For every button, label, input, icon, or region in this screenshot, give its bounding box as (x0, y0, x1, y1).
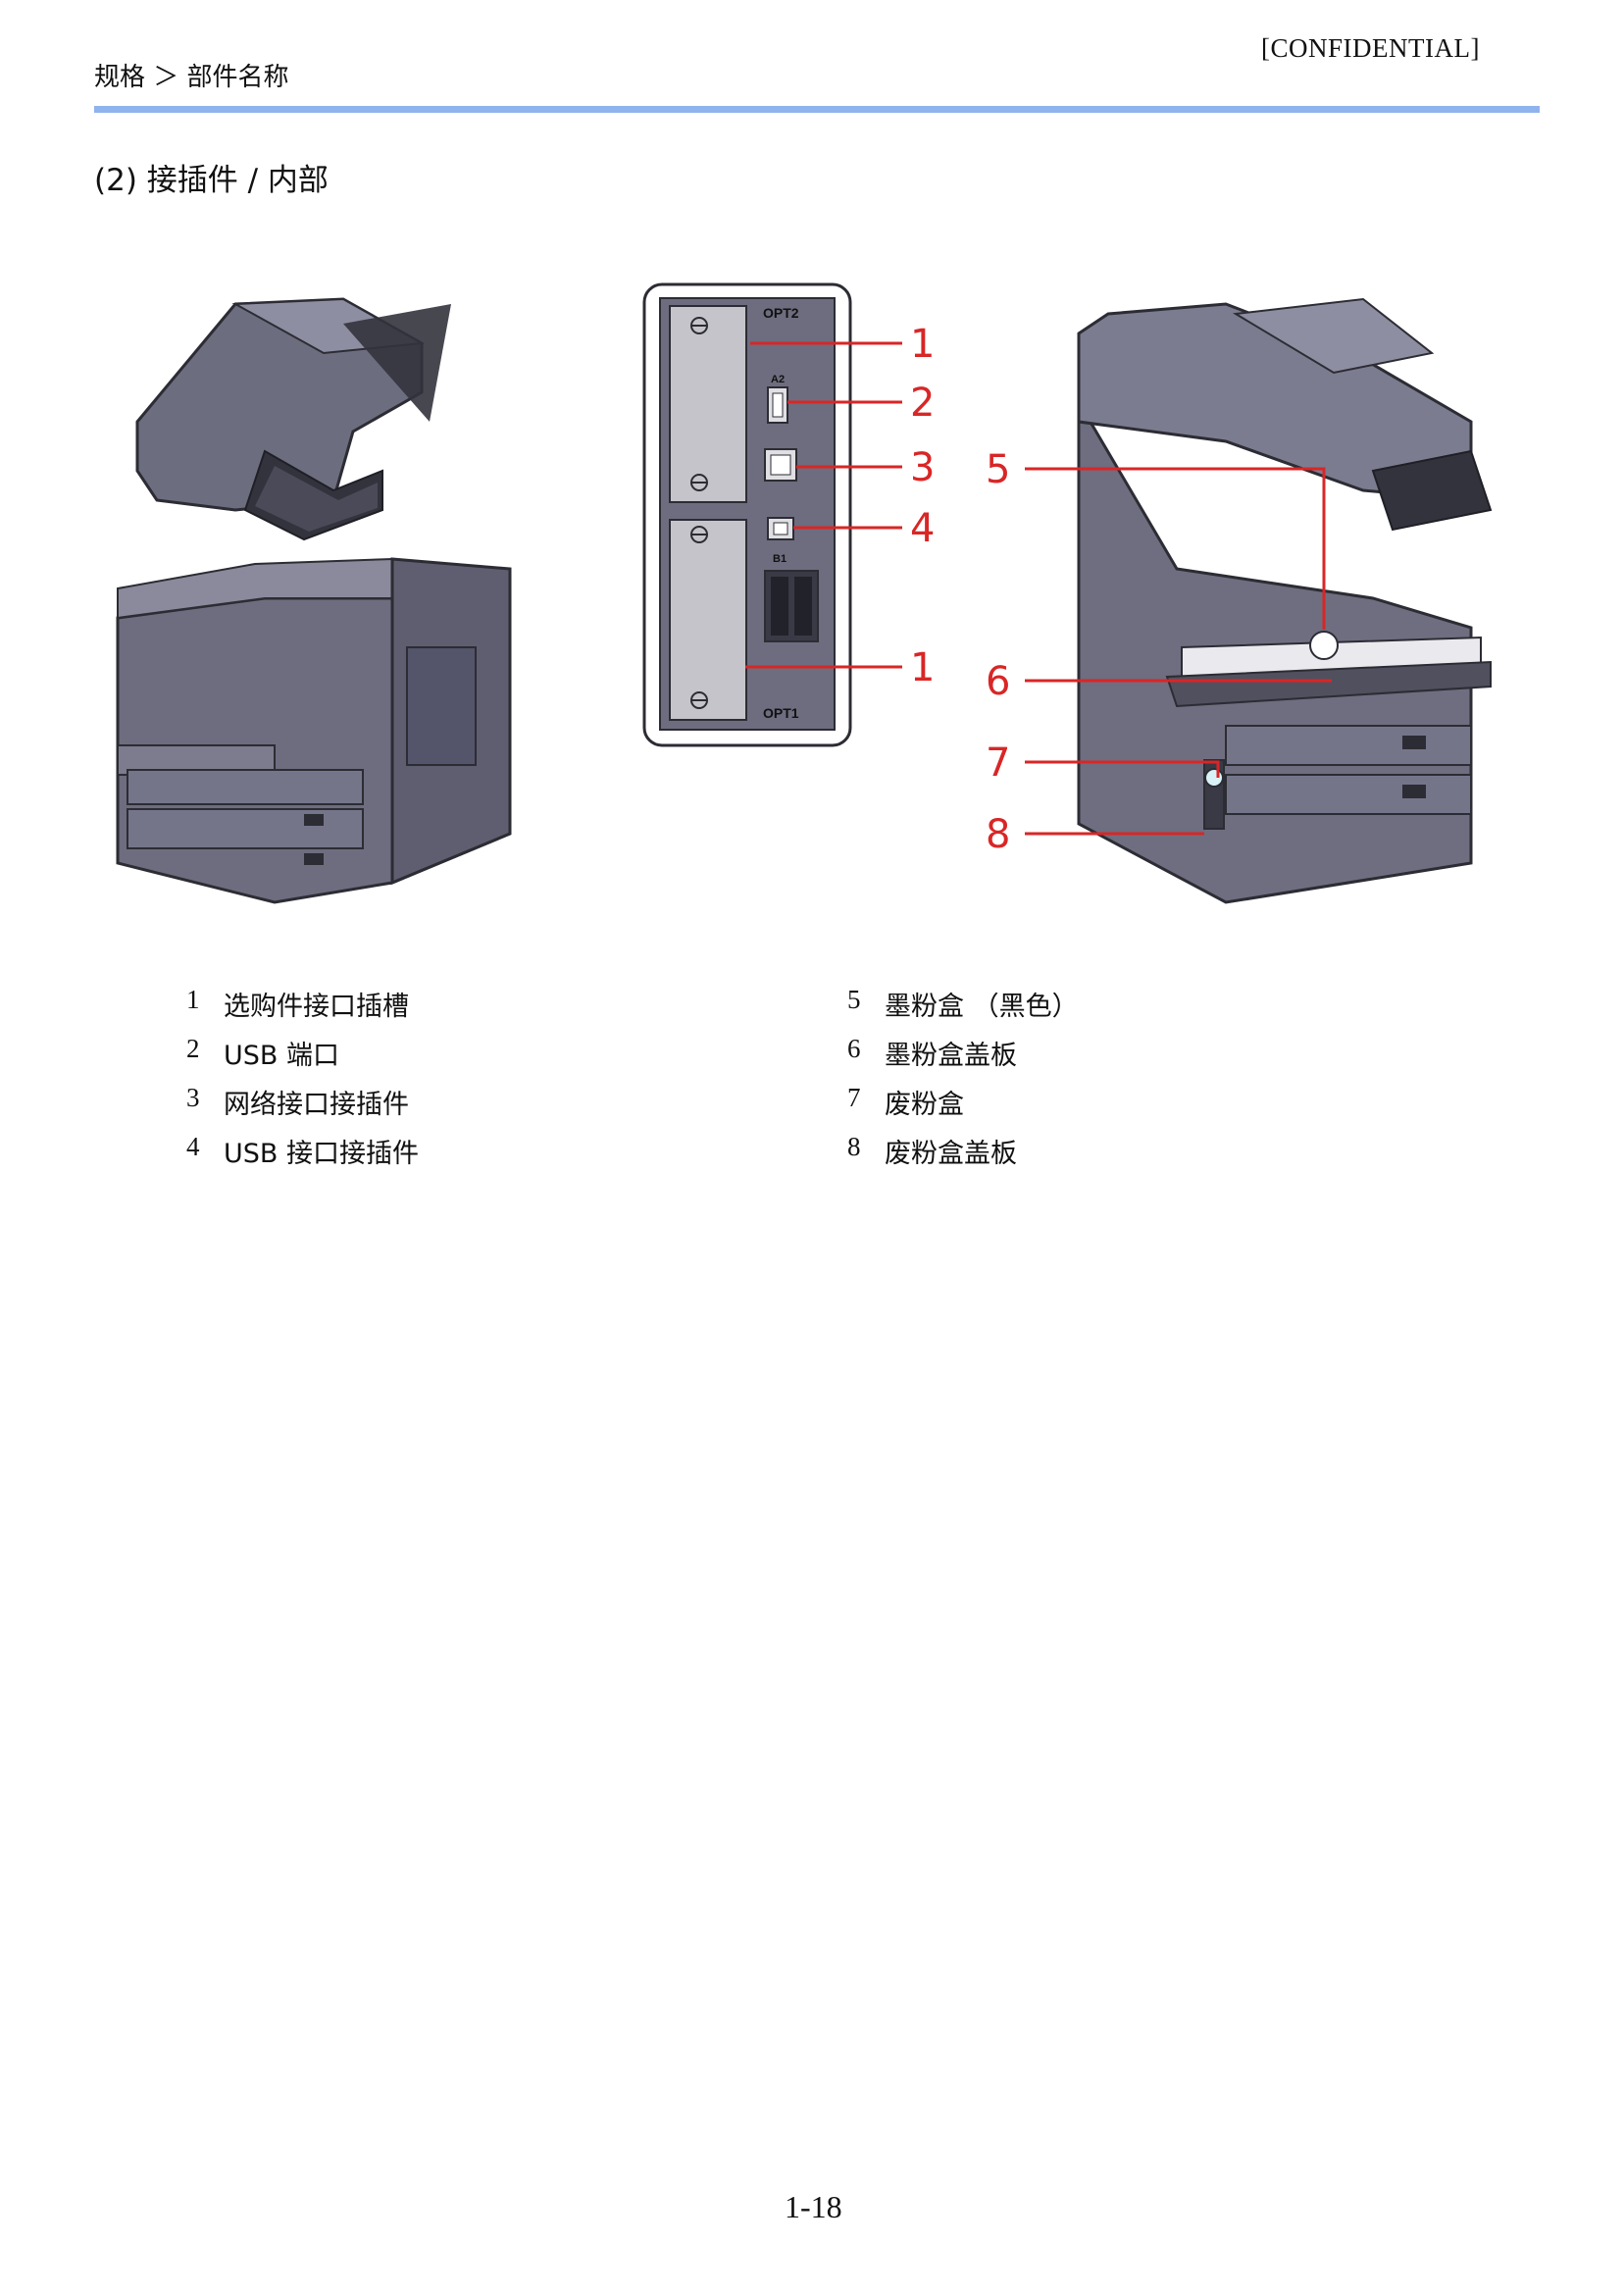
opt2-label: OPT2 (763, 305, 799, 321)
legend-text: 网络接口接插件 (224, 1090, 409, 1120)
connector-panel: OPT2 OPT1 A2 B1 (642, 282, 852, 747)
legend-number: 4 (186, 1132, 200, 1161)
printer-callouts: 5 6 7 8 (986, 447, 1332, 857)
printer-front-illustration (116, 297, 512, 904)
callout-2: 2 (910, 381, 935, 426)
legend-number: 7 (847, 1083, 861, 1112)
legend-text: 废粉盒盖板 (885, 1139, 1017, 1169)
callout-5: 5 (986, 447, 1010, 492)
callout-6: 6 (986, 659, 1010, 704)
network-port-icon (764, 448, 797, 482)
legend-number: 5 (847, 985, 861, 1014)
legend-text: 废粉盒 (885, 1090, 964, 1120)
callout-4: 4 (910, 506, 935, 551)
legend-text: USB 端口 (224, 1041, 340, 1071)
callout-7: 7 (986, 740, 1010, 786)
connectors-figure: OPT2 OPT1 A2 B1 1 2 3 4 1 (116, 282, 1493, 904)
legend-number: 1 (186, 985, 200, 1014)
panel-callouts: 1 2 3 4 1 (745, 322, 935, 690)
zoom-wedge (343, 304, 451, 422)
legend-number: 3 (186, 1083, 200, 1112)
callout-1-top: 1 (910, 322, 935, 367)
confidential-mark: [CONFIDENTIAL] (1261, 33, 1480, 63)
page-number: 1-18 (785, 2189, 842, 2224)
legend-text: 选购件接口插槽 (224, 992, 409, 1022)
legend-number: 6 (847, 1034, 861, 1063)
b1-label: B1 (773, 553, 787, 565)
callout-8: 8 (986, 812, 1010, 857)
callout-3: 3 (910, 445, 935, 490)
legend-text: USB 接口接插件 (224, 1139, 420, 1169)
printer-open-illustration (1077, 297, 1493, 904)
legend-number: 8 (847, 1132, 861, 1161)
breadcrumb: 规格 ＞ 部件名称 (94, 63, 289, 92)
legend-text: 墨粉盒盖板 (885, 1041, 1017, 1071)
legend-number: 2 (186, 1034, 200, 1063)
section-title: (2) 接插件 / 内部 (94, 163, 329, 198)
a2-label: A2 (771, 374, 785, 385)
header-divider (94, 106, 1540, 113)
callout-1-bottom: 1 (910, 645, 935, 690)
legend-text: 墨粉盒 （黑色） (885, 992, 1079, 1022)
opt1-label: OPT1 (763, 705, 799, 721)
